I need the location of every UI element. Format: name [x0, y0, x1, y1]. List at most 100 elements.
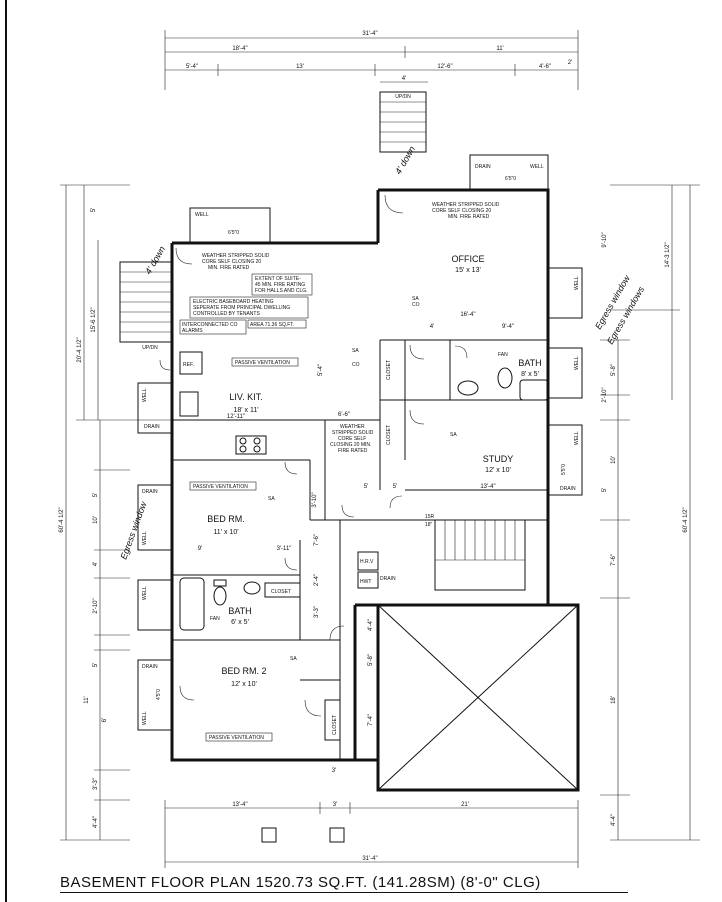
well-left3	[137, 579, 173, 631]
note-sa-bed2: SA	[290, 656, 297, 662]
hand-4-down-top: 4' down	[393, 144, 417, 176]
stair-15r: 15R	[425, 514, 435, 520]
well-top	[469, 154, 549, 191]
room-bath2-name: BATH	[518, 358, 541, 368]
note-weather-mid-1: WEATHER	[340, 424, 365, 430]
fixture-fan-b: FAN	[498, 352, 508, 358]
stair-top-up-dn: UP/DN	[395, 94, 411, 100]
dim-right-5: 5'	[602, 488, 608, 492]
dim-left-6: 6'	[102, 718, 108, 722]
dim-bottom-b: 3'	[333, 802, 337, 808]
dim-hall-5b: 5'	[393, 484, 397, 490]
room-bath-name: BATH	[228, 606, 251, 616]
note-sa-office: SA	[412, 296, 419, 302]
room-bed2-size: 12' x 10'	[231, 681, 257, 688]
dim-bed-3-10: 3'-10"	[312, 492, 318, 507]
dim-left-3-3: 3'-3"	[93, 778, 99, 790]
footing-pad-left	[261, 827, 277, 843]
stair-18: 18"	[425, 522, 433, 528]
well-liv	[189, 207, 271, 244]
room-labels: OFFICE 15' x 13' LIV. KIT. 18' x 11' STU…	[207, 254, 541, 688]
well-left2	[137, 484, 173, 551]
well-right1-label: WELL	[574, 276, 580, 290]
dim-hall-5-8: 5'-8"	[368, 654, 374, 666]
dim-bottom-c: 21'	[461, 802, 469, 808]
well-left3-label: WELL	[142, 586, 148, 600]
note-sa-bed: SA	[268, 496, 275, 502]
doors	[159, 194, 468, 717]
drain-left-1: DRAIN	[144, 424, 160, 430]
dim-liv-5-4: 5'-4"	[318, 364, 324, 376]
drain-left-2: DRAIN	[142, 489, 158, 495]
room-bed2-name: BED RM. 2	[221, 666, 266, 676]
note-weather-liv-1: WEATHER STRIPPED SOLID	[202, 253, 270, 259]
note-co-office: CO	[412, 302, 420, 308]
dim-stair-top: 4'	[402, 76, 406, 82]
dim-hall-3: 3'	[332, 768, 336, 774]
dim-right-overall: 60'-4 1/2"	[683, 507, 689, 532]
dim-office-16-4: 16'-4"	[460, 312, 475, 318]
closet-b: CLOSET	[386, 425, 392, 445]
interior-dimensions: 16'-4" 4' 9'-4" 12'-11" 5'-4" 6'-6" 13'-…	[198, 312, 514, 774]
note-area: AREA 71.36 SQ.FT.	[250, 322, 294, 328]
closet-c: CLOSET	[271, 589, 291, 595]
stair-interior: 15R 18"	[425, 514, 526, 591]
note-passive-bed: PASSIVE VENTILATION	[193, 484, 248, 490]
note-extent-2: 45 MIN. FIRE RATING	[255, 282, 305, 288]
note-extent-1: EXTENT OF SUITE-	[255, 276, 301, 282]
dim-left-11: 11'	[84, 696, 90, 703]
window-wells: WELL 6'5"0 DRAIN WELL 6'5"0 WELL DRAIN D…	[137, 154, 583, 731]
dim-bottom-overall: 31'-4"	[362, 856, 377, 862]
dim-study-13-4: 13'-4"	[480, 484, 495, 490]
fixture-fan-a: FAN	[210, 616, 220, 622]
fixture-ref: REF.	[183, 362, 194, 368]
dim-hall-2-4: 2'-4"	[314, 574, 320, 586]
note-weather-liv-3: MIN. FIRE RATED	[208, 265, 250, 271]
dim-bed-3-11: 3'-11"	[277, 546, 292, 552]
dim-top-b: 13'	[296, 64, 304, 70]
fixture-hrv: H.R.V	[360, 559, 374, 565]
dim-left-4-4: 4'-4"	[93, 816, 99, 828]
dim-hall-5: 5'	[364, 484, 368, 490]
stair-top: UP/DN	[379, 91, 427, 153]
note-co-liv: CO	[352, 362, 360, 368]
unexcavated-area	[377, 604, 579, 791]
dim-office-9-4: 9'-4"	[502, 324, 514, 330]
note-passive-liv: PASSIVE VENTILATION	[235, 360, 290, 366]
dim-left-overall2: 60'-4 1/2"	[59, 507, 65, 532]
dim-left-overall: 20'-4 1/2"	[77, 337, 83, 362]
footing-pad-right	[329, 827, 345, 843]
handwritten-notes: 4' down 4' down Egress window Egress win…	[118, 144, 646, 560]
drain-top: DRAIN	[475, 164, 491, 170]
well-left1	[137, 382, 173, 434]
dim-left-5a: 5'	[91, 208, 97, 212]
dim-right-10: 10'	[611, 456, 617, 464]
note-co-1: INTERCONNECTED CO	[182, 322, 238, 328]
stair-left-up-dn: UP/DN	[142, 345, 158, 351]
dim-left-5c: 5'	[93, 663, 99, 667]
note-sa-study: SA	[450, 432, 457, 438]
note-sa-liv: SA	[352, 348, 359, 354]
dim-office-4: 4'	[430, 324, 434, 330]
well-right1	[547, 267, 583, 319]
dim-top-a: 5'-4"	[186, 64, 198, 70]
dim-right-b: 9'-10"	[602, 232, 608, 247]
note-weather-mid-2: STRIPPED SOLID	[332, 430, 374, 436]
win-b: 6'5"0	[505, 176, 516, 182]
dim-bottom-a: 13'-4"	[232, 802, 247, 808]
dim-left-4: 4'	[93, 562, 99, 566]
dim-liv-12-11: 12'-11"	[227, 414, 245, 420]
well-right2-label: WELL	[574, 356, 580, 370]
room-office-size: 15' x 13'	[455, 267, 481, 274]
dim-right-a: 14'-3 1/2"	[665, 242, 671, 267]
dim-top-d: 4'-6"	[539, 64, 551, 70]
dim-left-10: 10'	[93, 516, 99, 524]
note-weather-mid-5: FIRE RATED	[338, 448, 368, 454]
hand-egress-left: Egress window	[118, 500, 148, 561]
room-livkit-size: 18' x 11'	[233, 407, 258, 414]
fixtures: REF. FAN FAN H.R.V HWT DRAIN	[179, 351, 549, 631]
well-left2-label: WELL	[142, 531, 148, 545]
right-dimensions: 60'-4 1/2" 14'-3 1/2" 9'-10" 5'-8" 2'-10…	[600, 184, 700, 841]
dim-right-4-4: 4'-4"	[611, 814, 617, 826]
title-underline	[60, 892, 628, 893]
